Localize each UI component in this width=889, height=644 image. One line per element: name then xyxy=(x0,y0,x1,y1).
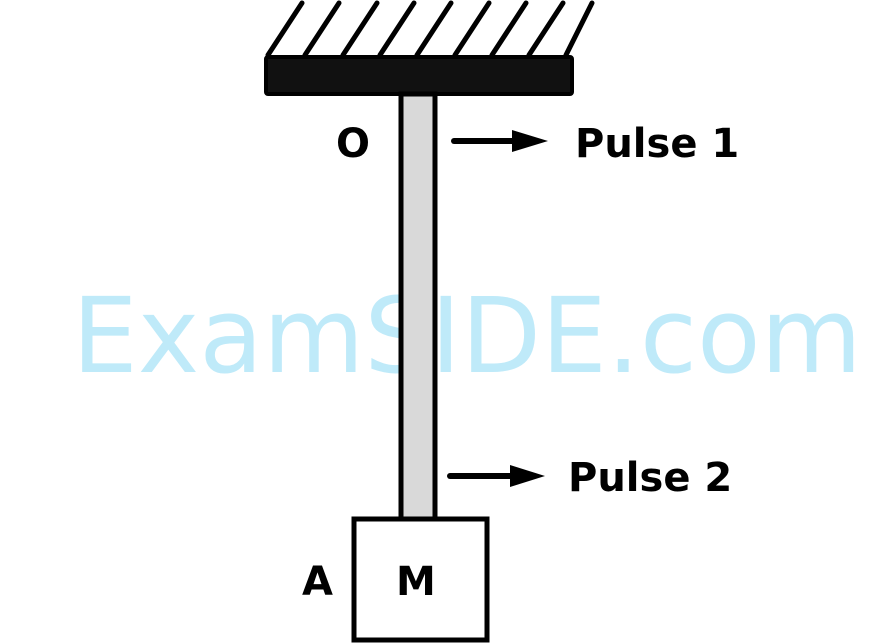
pulse1-arrow-icon xyxy=(451,130,548,152)
label-a: A xyxy=(302,559,333,605)
ceiling-hatch xyxy=(265,0,595,58)
watermark: ExamSIDE.com xyxy=(72,275,862,397)
mass-block xyxy=(351,516,490,643)
label-pulse2: Pulse 2 xyxy=(568,455,732,501)
label-pulse1: Pulse 1 xyxy=(575,121,739,167)
label-o: O xyxy=(336,121,370,167)
ceiling-support xyxy=(264,55,574,96)
rod xyxy=(398,91,438,522)
label-m: M xyxy=(396,559,436,605)
pulse2-arrow-icon xyxy=(447,465,545,487)
